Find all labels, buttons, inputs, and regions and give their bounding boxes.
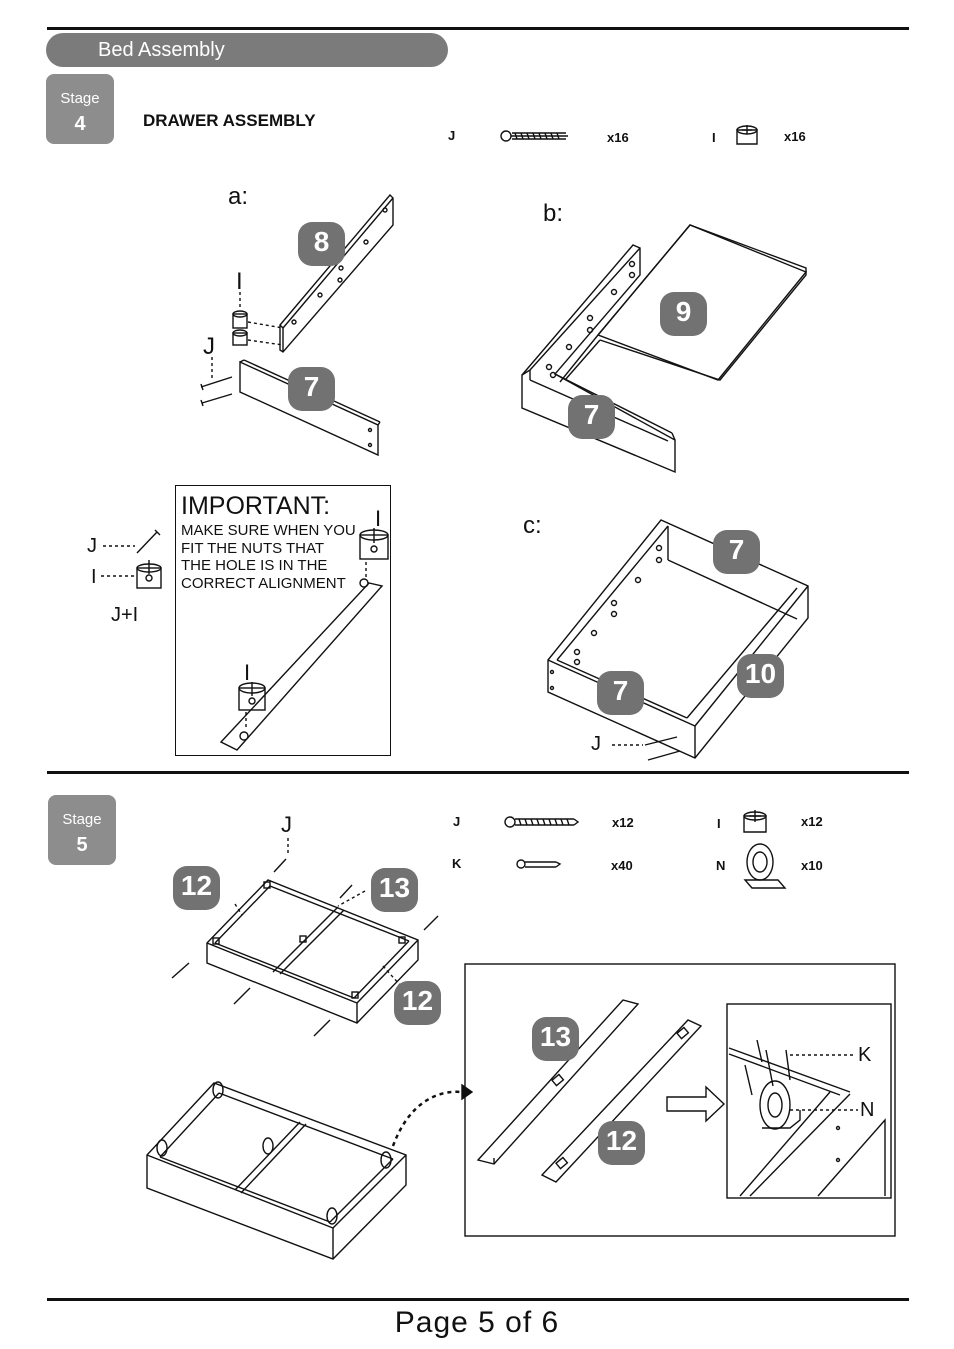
label-i-key: I (91, 566, 97, 588)
label-i-a: I (236, 268, 243, 295)
badge-7: 7 (728, 534, 745, 565)
label-j-a: J (203, 333, 215, 360)
part5-code-i: I (717, 816, 721, 831)
stage-number: 4 (74, 113, 86, 135)
label-j-stage5: J (281, 812, 292, 837)
part-code-i: I (712, 130, 716, 145)
stage-5-badge: Stage 5 (48, 795, 116, 865)
label-n: N (860, 1099, 875, 1121)
stage-label: Stage (60, 90, 100, 107)
short-screw-icon (516, 859, 562, 869)
stage-4-badge: Stage 4 (46, 74, 114, 144)
badge-9: 9 (675, 296, 692, 327)
stage-number: 5 (76, 834, 88, 856)
label-j-c: J (591, 733, 601, 755)
note-line: CORRECT ALIGNMENT (181, 575, 346, 592)
label-k: K (858, 1044, 872, 1066)
badge-7: 7 (612, 675, 629, 706)
note-title: IMPORTANT: (181, 492, 331, 520)
badge-13: 13 (539, 1021, 572, 1052)
badge-7: 7 (303, 371, 320, 402)
badge-12: 12 (605, 1125, 638, 1156)
part5-code-j: J (453, 814, 461, 829)
long-screw-icon (500, 130, 568, 142)
label-j-key: J (87, 535, 97, 557)
part5-qty-i: x12 (801, 814, 823, 829)
badge-12: 12 (401, 985, 434, 1016)
cam-nut-icon (736, 125, 758, 145)
badge-10: 10 (744, 658, 777, 689)
part-qty-j: x16 (607, 130, 629, 145)
badge-13: 13 (378, 872, 411, 903)
step-a-label: a: (228, 183, 249, 210)
number-badges (173, 222, 784, 1165)
part-qty-i: x16 (784, 129, 806, 144)
part5-code-k: K (452, 856, 462, 871)
note-label-i-top: I (375, 506, 382, 531)
note-line: MAKE SURE WHEN YOU (181, 522, 356, 539)
badge-12: 12 (180, 870, 213, 901)
stage-label: Stage (62, 811, 102, 828)
middle-rule (47, 771, 909, 774)
badge-7: 7 (583, 399, 600, 430)
step-c-label: c: (523, 512, 542, 539)
badge-8: 8 (313, 226, 330, 257)
stage-4-title: DRAWER ASSEMBLY (143, 111, 316, 130)
top-rule (47, 27, 909, 30)
cam-nut-icon (743, 810, 767, 833)
note-line: FIT THE NUTS THAT (181, 540, 325, 557)
bottom-rule (47, 1298, 909, 1301)
part5-qty-n: x10 (801, 858, 823, 873)
part5-qty-k: x40 (611, 858, 633, 873)
castor-wheel-icon (743, 843, 787, 889)
page-number: Page 5 of 6 (394, 1306, 560, 1339)
note-label-i-bottom: I (244, 660, 251, 685)
long-screw-icon (504, 816, 580, 828)
part5-qty-j: x12 (612, 815, 634, 830)
important-note: IMPORTANT: MAKE SURE WHEN YOU FIT THE NU… (175, 485, 391, 756)
note-line: THE HOLE IS IN THE (181, 557, 328, 574)
label-j-plus-i: J+I (111, 604, 139, 626)
step-b-label: b: (543, 200, 564, 227)
part5-code-n: N (716, 858, 726, 873)
part-code-j: J (448, 128, 456, 143)
section-header: Bed Assembly (46, 33, 448, 67)
